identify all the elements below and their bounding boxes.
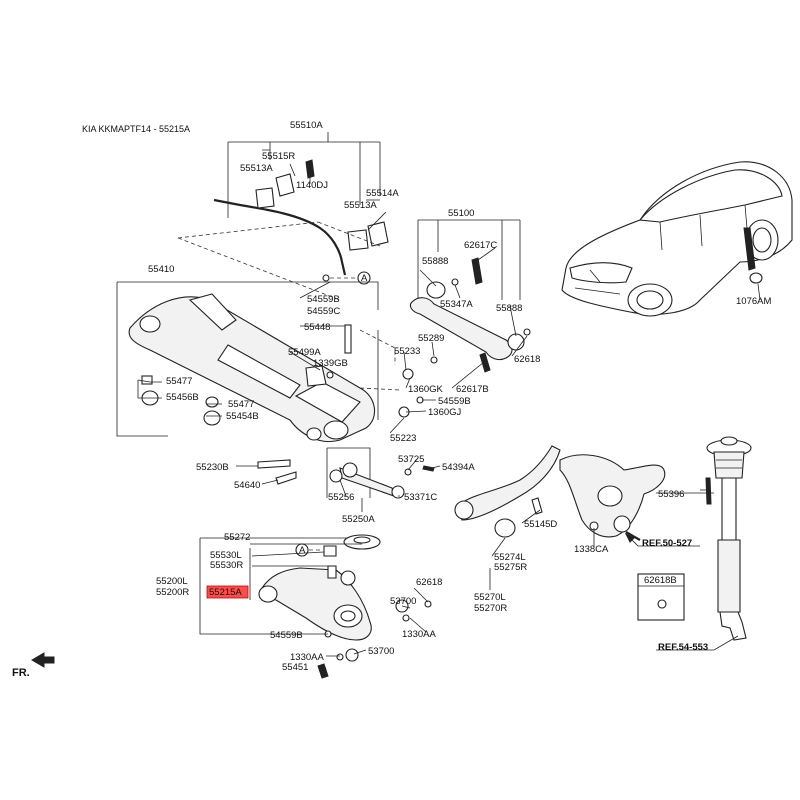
callout-55200L[interactable]: 55200L — [156, 576, 188, 587]
upper-arm-group — [398, 219, 531, 418]
callout-55410[interactable]: 55410 — [148, 264, 174, 275]
callout-53700-mid[interactable]: 53700 — [390, 596, 416, 607]
callout-62617B[interactable]: 62617B — [456, 384, 489, 395]
callout-62618-mid[interactable]: 62618 — [416, 577, 442, 588]
lateral-link-group — [326, 447, 435, 499]
callout-54559C[interactable]: 54559C — [307, 306, 340, 317]
callout-54394A[interactable]: 54394A — [442, 462, 475, 473]
callout-1140DJ[interactable]: 1140DJ — [296, 180, 328, 191]
callout-1330AA-mid[interactable]: 1330AA — [402, 629, 436, 640]
callout-55513A-right[interactable]: 55513A — [344, 200, 377, 211]
callout-54559B-bottom[interactable]: 54559B — [270, 630, 303, 641]
callout-55233[interactable]: 55233 — [394, 346, 420, 357]
ref-54-553-link[interactable]: REF.54-553 — [658, 642, 708, 653]
callout-55200R[interactable]: 55200R — [156, 587, 189, 598]
callout-54559B-top[interactable]: 54559B — [307, 294, 340, 305]
callout-62618-top[interactable]: 62618 — [514, 354, 540, 365]
marker-a-bottom-label: A — [299, 545, 306, 556]
callout-53700-bottom[interactable]: 53700 — [368, 646, 394, 657]
callout-53725[interactable]: 53725 — [398, 454, 424, 465]
callout-55477-left[interactable]: 55477 — [166, 376, 192, 387]
callout-55514A[interactable]: 55514A — [366, 188, 399, 199]
front-arrow-icon — [31, 652, 55, 668]
callout-55347A[interactable]: 55347A — [440, 299, 473, 310]
knuckle-group — [559, 454, 666, 541]
callout-55145D[interactable]: 55145D — [524, 519, 557, 530]
callout-55477-right[interactable]: 55477 — [228, 399, 254, 410]
callout-55100[interactable]: 55100 — [448, 208, 474, 219]
bolt-group-left — [257, 459, 297, 485]
leader-lines — [137, 132, 761, 671]
callout-55270L[interactable]: 55270L — [474, 592, 506, 603]
highlighted-part-box — [206, 585, 249, 599]
callout-55256[interactable]: 55256 — [328, 492, 354, 503]
callout-55510A[interactable]: 55510A — [290, 120, 323, 131]
stabilizer-bar-group: A — [177, 141, 389, 301]
callout-1360GK[interactable]: 1360GK — [408, 384, 444, 395]
callout-labels: 55510A 55515R 55513A 1140DJ 55514A 55513… — [148, 120, 771, 673]
callout-55515R[interactable]: 55515R — [262, 151, 295, 162]
callout-55230B[interactable]: 55230B — [196, 462, 229, 473]
callout-62617C[interactable]: 62617C — [464, 240, 497, 251]
lower-arm-group: A — [199, 534, 432, 679]
reference-labels: REF.50-527 REF.54-553 — [624, 532, 739, 653]
ref-arrow-icon — [624, 532, 635, 543]
marker-a-top-label: A — [361, 273, 368, 284]
callout-55275R[interactable]: 55275R — [494, 562, 527, 573]
reference-marker-a-top — [357, 271, 371, 285]
callout-55448[interactable]: 55448 — [304, 322, 330, 333]
callout-1076AM[interactable]: 1076AM — [736, 296, 771, 307]
callout-55250A[interactable]: 55250A — [342, 514, 375, 525]
front-direction-indicator: FR. — [12, 652, 55, 679]
callout-1360GJ[interactable]: 1360GJ — [428, 407, 462, 418]
nut-62618B-box — [637, 573, 685, 621]
callout-55530L[interactable]: 55530L — [210, 550, 242, 561]
callout-1339GB[interactable]: 1339GB — [313, 358, 348, 369]
callout-55451[interactable]: 55451 — [282, 662, 308, 673]
front-label: FR. — [12, 667, 30, 679]
callout-53371C[interactable]: 53371C — [404, 492, 437, 503]
crossmember-group — [116, 281, 401, 442]
ref-50-527-link[interactable]: REF.50-527 — [642, 538, 692, 549]
callout-55888-left[interactable]: 55888 — [422, 256, 448, 267]
callout-55454B[interactable]: 55454B — [226, 411, 259, 422]
callout-1338CA[interactable]: 1338CA — [574, 544, 609, 555]
callout-55272[interactable]: 55272 — [224, 532, 250, 543]
shock-absorber-group — [700, 436, 752, 641]
callout-54640[interactable]: 54640 — [234, 480, 260, 491]
callout-55396[interactable]: 55396 — [658, 489, 684, 500]
trailing-arm-group — [454, 445, 561, 590]
callout-55888-right[interactable]: 55888 — [496, 303, 522, 314]
callout-55274L[interactable]: 55274L — [494, 552, 526, 563]
callout-55223[interactable]: 55223 — [390, 433, 416, 444]
callout-55456B[interactable]: 55456B — [166, 392, 199, 403]
callout-55530R[interactable]: 55530R — [210, 560, 243, 571]
callout-54559B-mid[interactable]: 54559B — [438, 396, 471, 407]
callout-1330AA-bottom[interactable]: 1330AA — [290, 652, 324, 663]
callout-55499A[interactable]: 55499A — [288, 347, 321, 358]
callout-55215A-highlighted[interactable]: 55215A — [209, 587, 242, 598]
diagram-title: KIA KKMAPTF14 - 55215A — [82, 124, 190, 134]
callout-55289[interactable]: 55289 — [418, 333, 444, 344]
car-illustration — [561, 161, 793, 317]
callout-55513A[interactable]: 55513A — [240, 163, 273, 174]
callout-62618B[interactable]: 62618B — [644, 575, 677, 586]
callout-55270R[interactable]: 55270R — [474, 603, 507, 614]
